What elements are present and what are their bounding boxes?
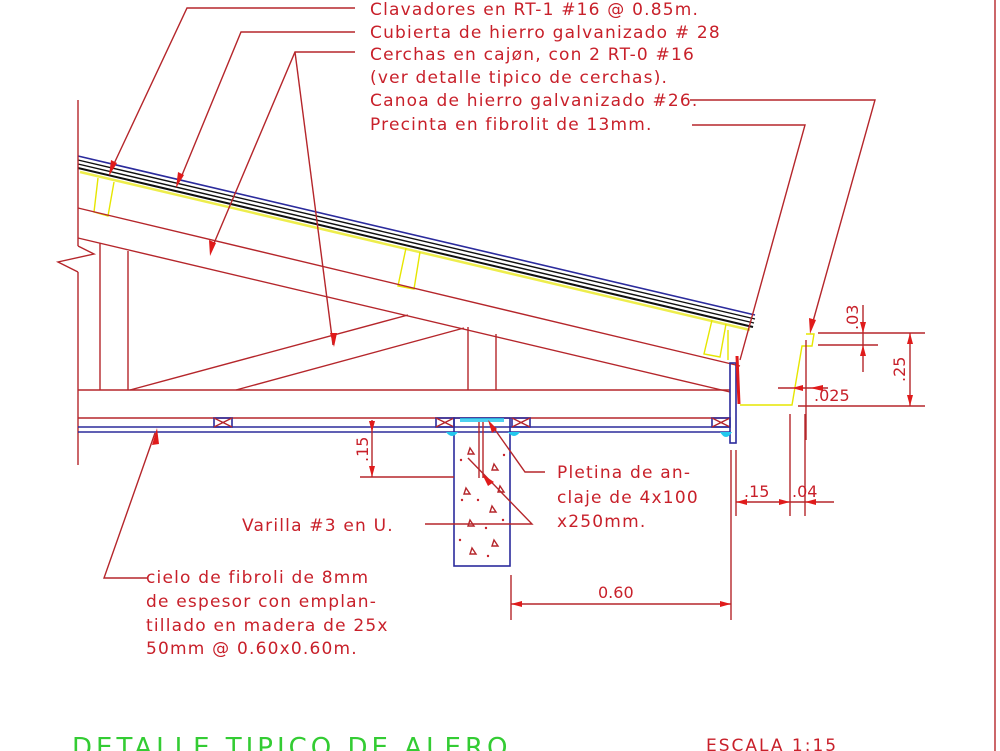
- label-pletina-3: x250mm.: [557, 512, 646, 532]
- purlins: [93, 177, 729, 360]
- label-cerchas: Cerchas en cajøn, con 2 RT-0 #16: [370, 45, 695, 65]
- dim-15-horizontal: .15: [744, 482, 769, 501]
- dimensions: [360, 305, 925, 620]
- roof-cover: [77, 155, 756, 332]
- ceiling: [78, 417, 731, 433]
- label-precinta: Precinta en fibrolit de 13mm.: [370, 115, 653, 135]
- label-cubierta: Cubierta de hierro galvanizado # 28: [370, 23, 721, 43]
- label-cielo-3: tillado en madera de 25x: [146, 616, 389, 636]
- dim-25: .25: [890, 357, 909, 382]
- dim-060: 0.60: [598, 583, 634, 602]
- fascia-board: [729, 362, 737, 444]
- label-clavadores: Clavadores en RT-1 #16 @ 0.85m.: [370, 0, 699, 20]
- gutter: [735, 333, 815, 406]
- label-cielo-1: cielo de fibroli de 8mm: [146, 568, 369, 588]
- label-cerchas-ref: (ver detalle tipico de cerchas).: [370, 68, 668, 88]
- drawing-scale: ESCALA 1:15: [706, 736, 838, 751]
- label-cielo-2: de espesor con emplan-: [146, 592, 377, 612]
- label-pletina-2: claje de 4x100: [557, 488, 699, 508]
- label-varilla: Varilla #3 en U.: [242, 516, 394, 536]
- drawing-title: DETALLE TIPICO DE ALERO: [72, 733, 511, 751]
- dim-03: .03: [843, 305, 862, 330]
- dim-04: .04: [792, 482, 817, 501]
- dim-15-vertical: .15: [353, 437, 372, 462]
- label-cielo-4: 50mm @ 0.60x0.60m.: [146, 639, 358, 659]
- label-pletina-1: Pletina de an-: [557, 463, 691, 483]
- label-canoa: Canoa de hierro galvanizado #26.: [370, 91, 699, 111]
- truss: [55, 100, 741, 465]
- leader-lines: [103, 7, 876, 579]
- dim-025: .025: [814, 386, 850, 405]
